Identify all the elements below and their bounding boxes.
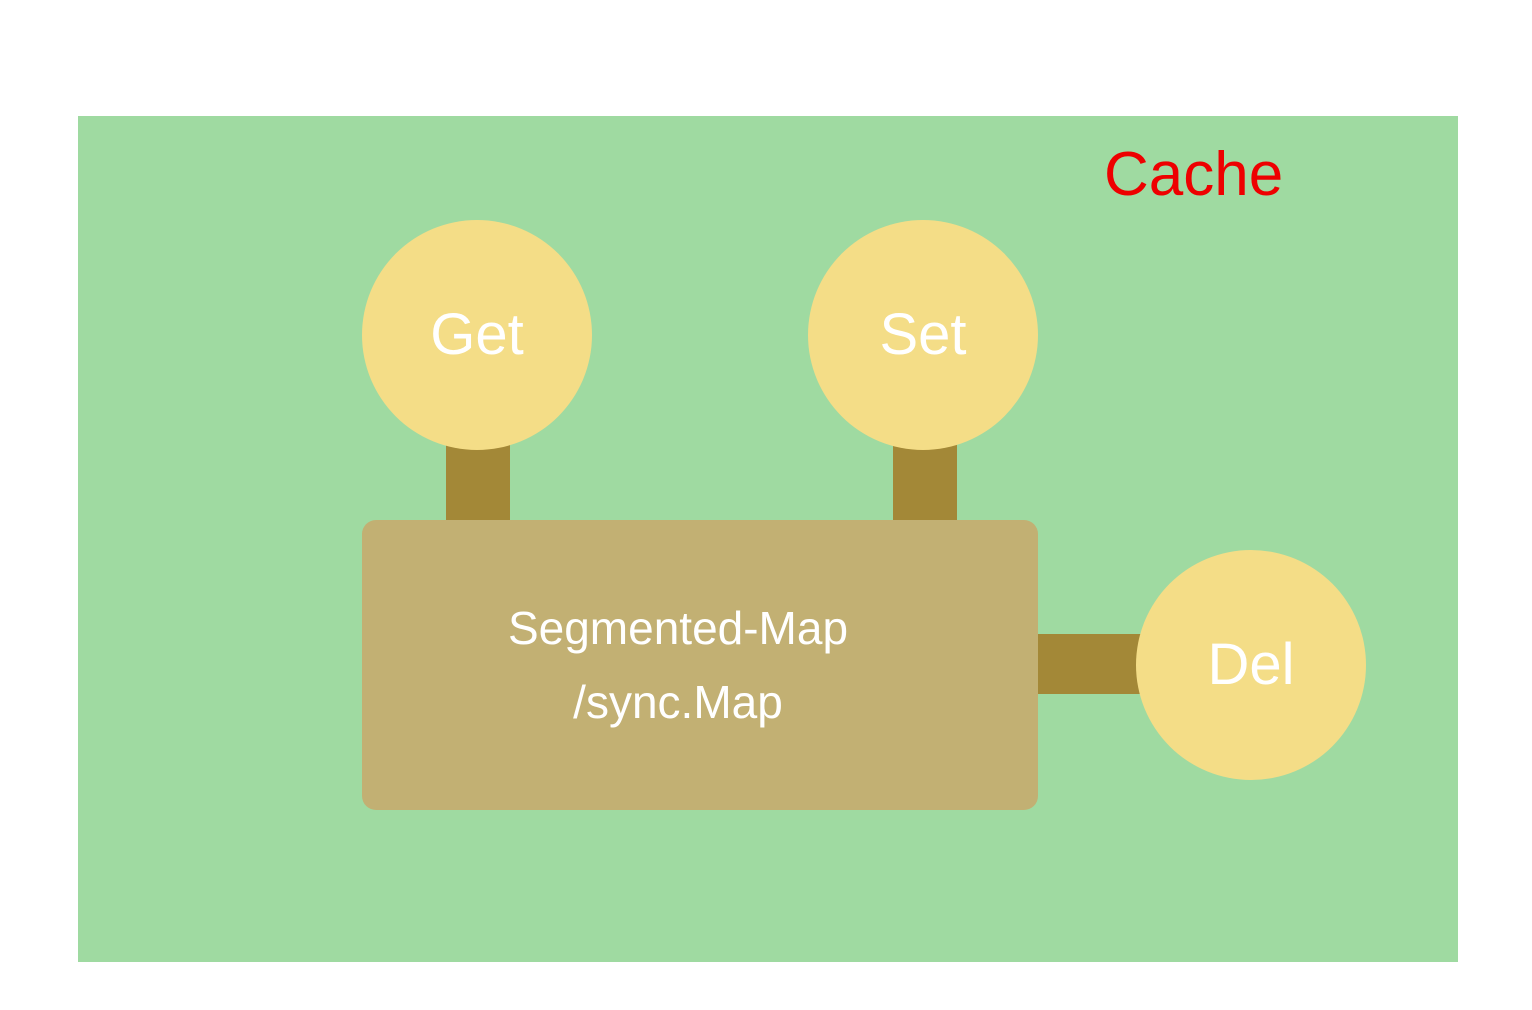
cache-title: Cache bbox=[1104, 140, 1284, 209]
set-node: Set bbox=[808, 220, 1038, 450]
segmented-map-box bbox=[362, 520, 1038, 810]
del-node: Del bbox=[1136, 550, 1366, 780]
set-connector bbox=[893, 440, 957, 530]
sync-map-label: /sync.Map bbox=[573, 676, 783, 728]
get-node: Get bbox=[362, 220, 592, 450]
del-connector bbox=[1030, 634, 1146, 694]
get-connector bbox=[446, 440, 510, 530]
segmented-map-label: Segmented-Map bbox=[507, 602, 849, 654]
